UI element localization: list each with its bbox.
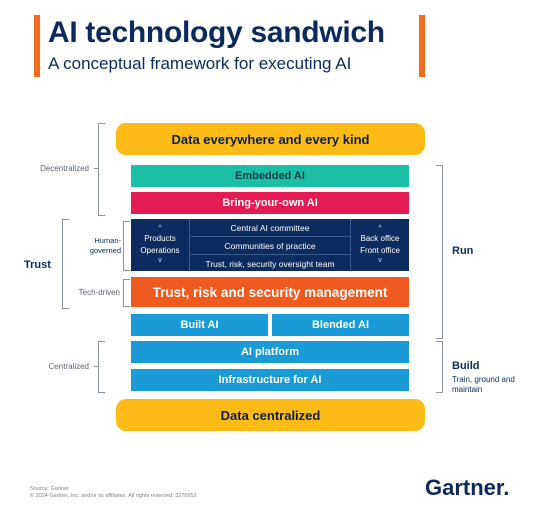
bracket-decentralized	[98, 123, 105, 216]
title-accent-bar-left	[34, 15, 40, 77]
title-accent-bar-right	[419, 15, 425, 77]
layer-human-governed: ^ Products Operations v Central AI commi…	[131, 219, 409, 271]
label-decentralized: Decentralized	[40, 164, 89, 173]
gartner-logo-text: Gartner	[425, 475, 504, 500]
bracket-centralized	[98, 341, 105, 393]
label-tech-driven: Tech-driven	[78, 288, 120, 297]
label-run: Run	[452, 245, 474, 257]
bracket-run	[436, 165, 443, 339]
arrow-down-icon: v	[158, 257, 162, 264]
row-trust-risk-security-oversight: Trust, risk, security oversight team	[205, 259, 335, 269]
bracket-trust	[62, 219, 69, 309]
layer-built-ai: Built AI	[131, 314, 268, 336]
gartner-logo: Gartner.	[425, 475, 510, 500]
page-title: AI technology sandwich	[48, 16, 385, 49]
arrow-up-icon: ^	[158, 225, 162, 232]
footer-source: Source: Gartner	[30, 486, 70, 492]
layer-data-everywhere: Data everywhere and every kind	[116, 123, 425, 155]
label-products: Products	[144, 234, 176, 243]
layer-trust-risk-security-management: Trust, risk and security management	[131, 277, 409, 307]
label-build-sub: Train, ground and maintain	[452, 375, 515, 394]
label-front-office: Front office	[360, 246, 400, 255]
bracket-tech-driven	[123, 279, 130, 307]
human-governed-right-column: ^ Back office Front office v	[351, 219, 409, 271]
bracket-tick	[94, 168, 99, 169]
footer-copyright: © 2024 Gartner, Inc. and/or its affiliat…	[30, 493, 197, 499]
layer-bring-your-own-ai: Bring-your-own AI	[131, 192, 409, 214]
bracket-build	[436, 341, 443, 393]
arrow-up-icon: ^	[378, 225, 382, 232]
page-subtitle: A conceptual framework for executing AI	[48, 54, 352, 73]
bracket-tick	[94, 366, 99, 367]
human-governed-center: Central AI committee Communities of prac…	[189, 219, 351, 271]
layer-data-centralized: Data centralized	[116, 399, 425, 431]
label-human-governed: Human-governed	[89, 236, 121, 255]
arrow-down-icon: v	[378, 257, 382, 264]
layer-blended-ai: Blended AI	[272, 314, 409, 336]
bracket-human-governed	[123, 221, 130, 271]
row-central-ai-committee: Central AI committee	[190, 219, 350, 237]
label-build: Build	[452, 360, 480, 372]
layer-ai-platform: AI platform	[131, 341, 409, 363]
label-back-office: Back office	[360, 234, 400, 243]
label-trust: Trust	[24, 259, 51, 271]
layer-embedded-ai: Embedded AI	[131, 165, 409, 187]
row-communities-of-practice: Communities of practice	[190, 237, 350, 255]
label-operations: Operations	[140, 246, 180, 255]
label-centralized: Centralized	[48, 362, 89, 371]
layer-infrastructure-for-ai: Infrastructure for AI	[131, 369, 409, 391]
human-governed-left-column: ^ Products Operations v	[131, 219, 189, 271]
